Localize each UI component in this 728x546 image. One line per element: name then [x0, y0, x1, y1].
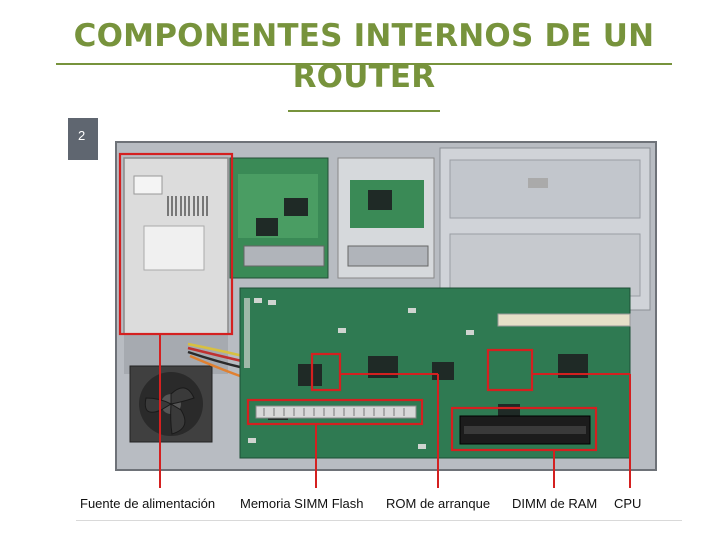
- label-dimm-ram: DIMM de RAM: [512, 496, 598, 511]
- title-line-2: ROUTER: [292, 59, 436, 95]
- simm-flash-slot: [255, 405, 417, 419]
- label-power-supply: Fuente de alimentación: [80, 496, 216, 511]
- highlight-boot-rom: [310, 352, 342, 392]
- label-simm-flash: Memoria SIMM Flash: [240, 496, 364, 511]
- title-underline-1: [56, 63, 672, 65]
- highlight-dimm-ram: [450, 406, 598, 452]
- router-illustration: 2: [68, 118, 660, 528]
- highlight-power-supply: [118, 152, 234, 336]
- title-line-1: COMPONENTES INTERNOS DE UN: [73, 18, 655, 54]
- corner-tab: [68, 118, 98, 160]
- title-underline-2: [288, 110, 440, 112]
- router-photo: 2: [68, 118, 660, 528]
- footer-divider: [76, 520, 682, 521]
- corner-label: 2: [78, 128, 85, 143]
- label-cpu: CPU: [614, 496, 642, 511]
- label-boot-rom: ROM de arranque: [386, 496, 491, 511]
- slide-title: COMPONENTES INTERNOS DE UN ROUTER: [40, 16, 688, 98]
- highlight-cpu: [486, 348, 534, 392]
- highlight-simm-flash: [246, 398, 424, 426]
